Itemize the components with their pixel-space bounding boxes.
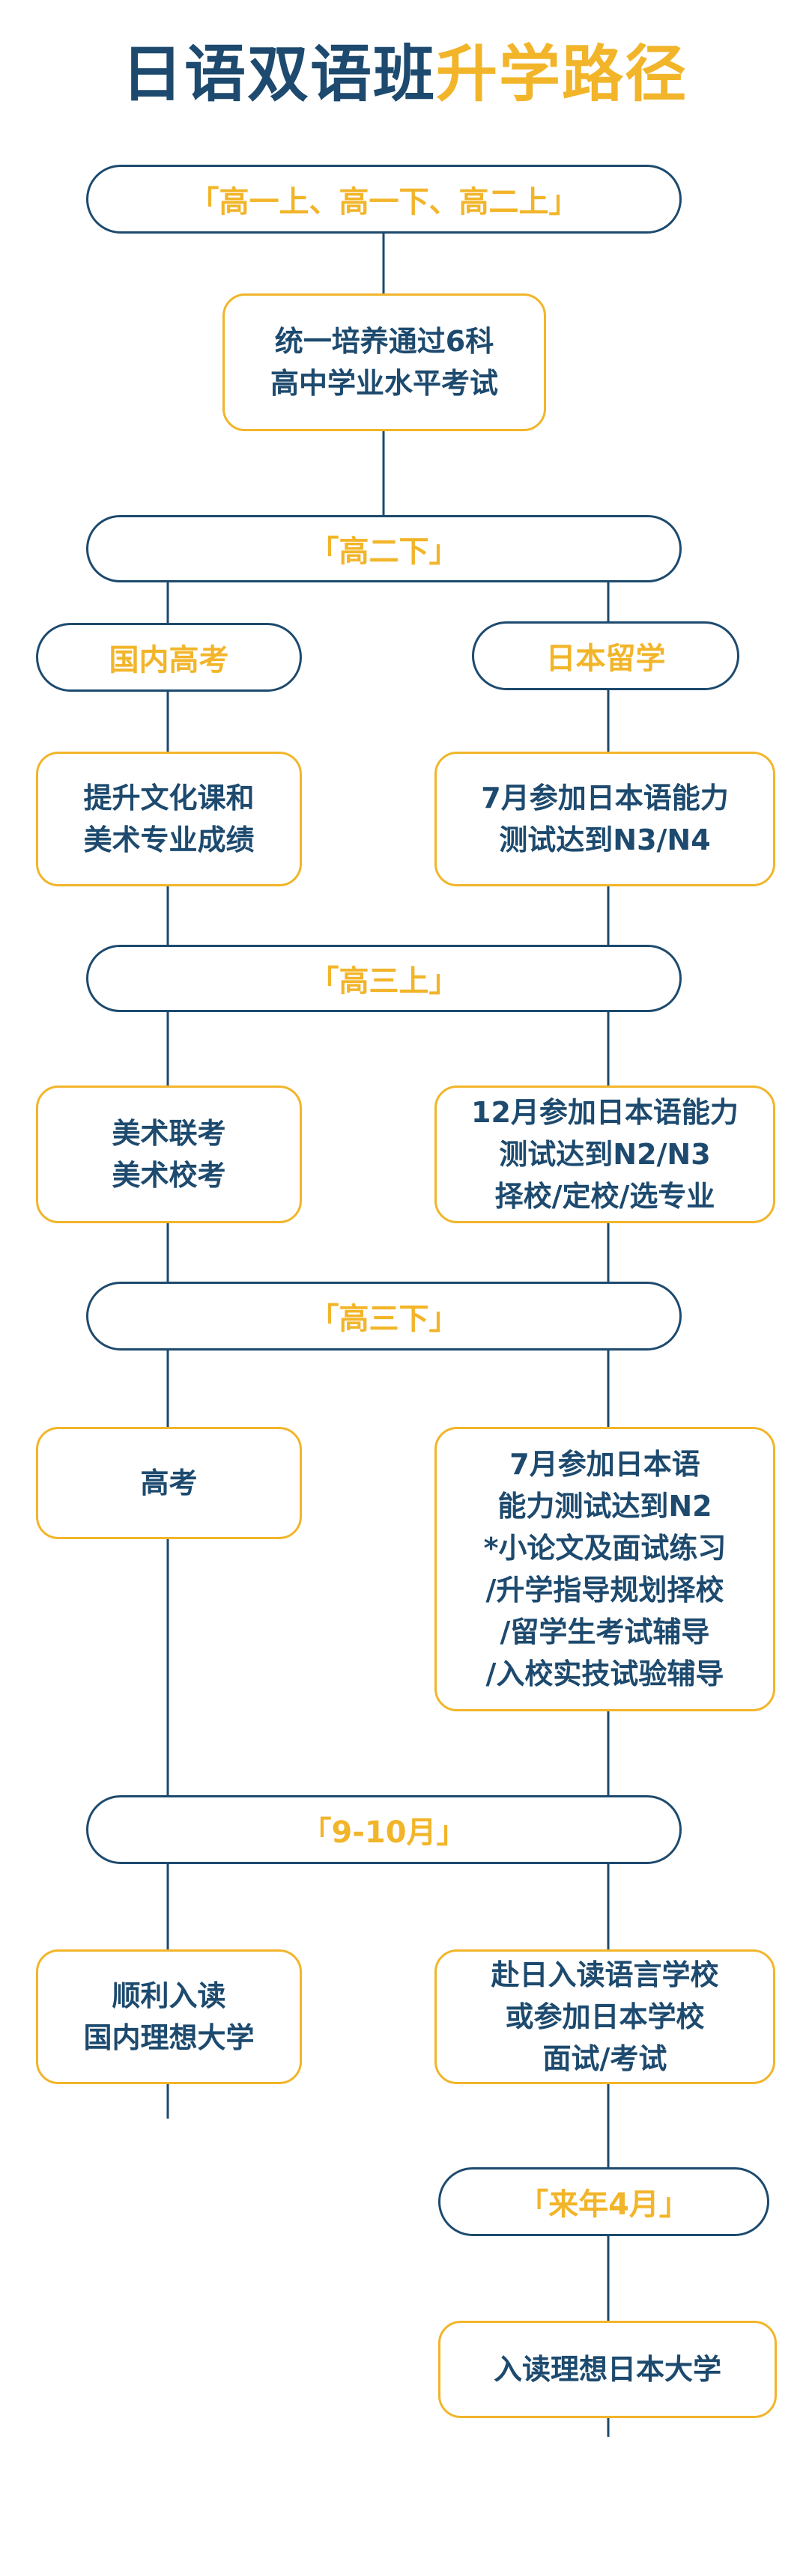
title-part-2: 升学路径 — [436, 39, 688, 110]
step-j3: 7月参加日本语 能力测试达到N2 *小论文及面试练习 /升学指导规划择校 /留学… — [434, 1427, 775, 1711]
stage-s1: 「高一上、高一下、高二上」 — [86, 165, 682, 234]
stage-s3: 「高三上」 — [86, 945, 682, 1012]
step-d3: 高考 — [36, 1427, 302, 1539]
page-title: 日语双语班升学路径 — [0, 30, 809, 120]
step-d4: 顺利入读 国内理想大学 — [36, 1949, 302, 2084]
stage-s5: 「9-10月」 — [86, 1795, 682, 1864]
step-d1: 提升文化课和 美术专业成绩 — [36, 752, 302, 886]
step-j5: 入读理想日本大学 — [438, 2321, 777, 2418]
track-japan: 日本留学 — [472, 621, 739, 690]
track-domestic: 国内高考 — [36, 623, 302, 692]
stage-s4: 「高三下」 — [86, 1282, 682, 1351]
step-d2: 美术联考 美术校考 — [36, 1085, 302, 1223]
stage-s6: 「来年4月」 — [438, 2167, 769, 2236]
step-j4: 赴日入读语言学校 或参加日本学校 面试/考试 — [434, 1949, 775, 2084]
step-j2: 12月参加日本语能力 测试达到N2/N3 择校/定校/选专业 — [434, 1085, 775, 1223]
step-common: 统一培养通过6科 高中学业水平考试 — [222, 293, 546, 431]
title-part-1: 日语双语班 — [121, 39, 436, 110]
stage-s2: 「高二下」 — [86, 515, 682, 582]
step-j1: 7月参加日本语能力 测试达到N3/N4 — [434, 752, 775, 886]
